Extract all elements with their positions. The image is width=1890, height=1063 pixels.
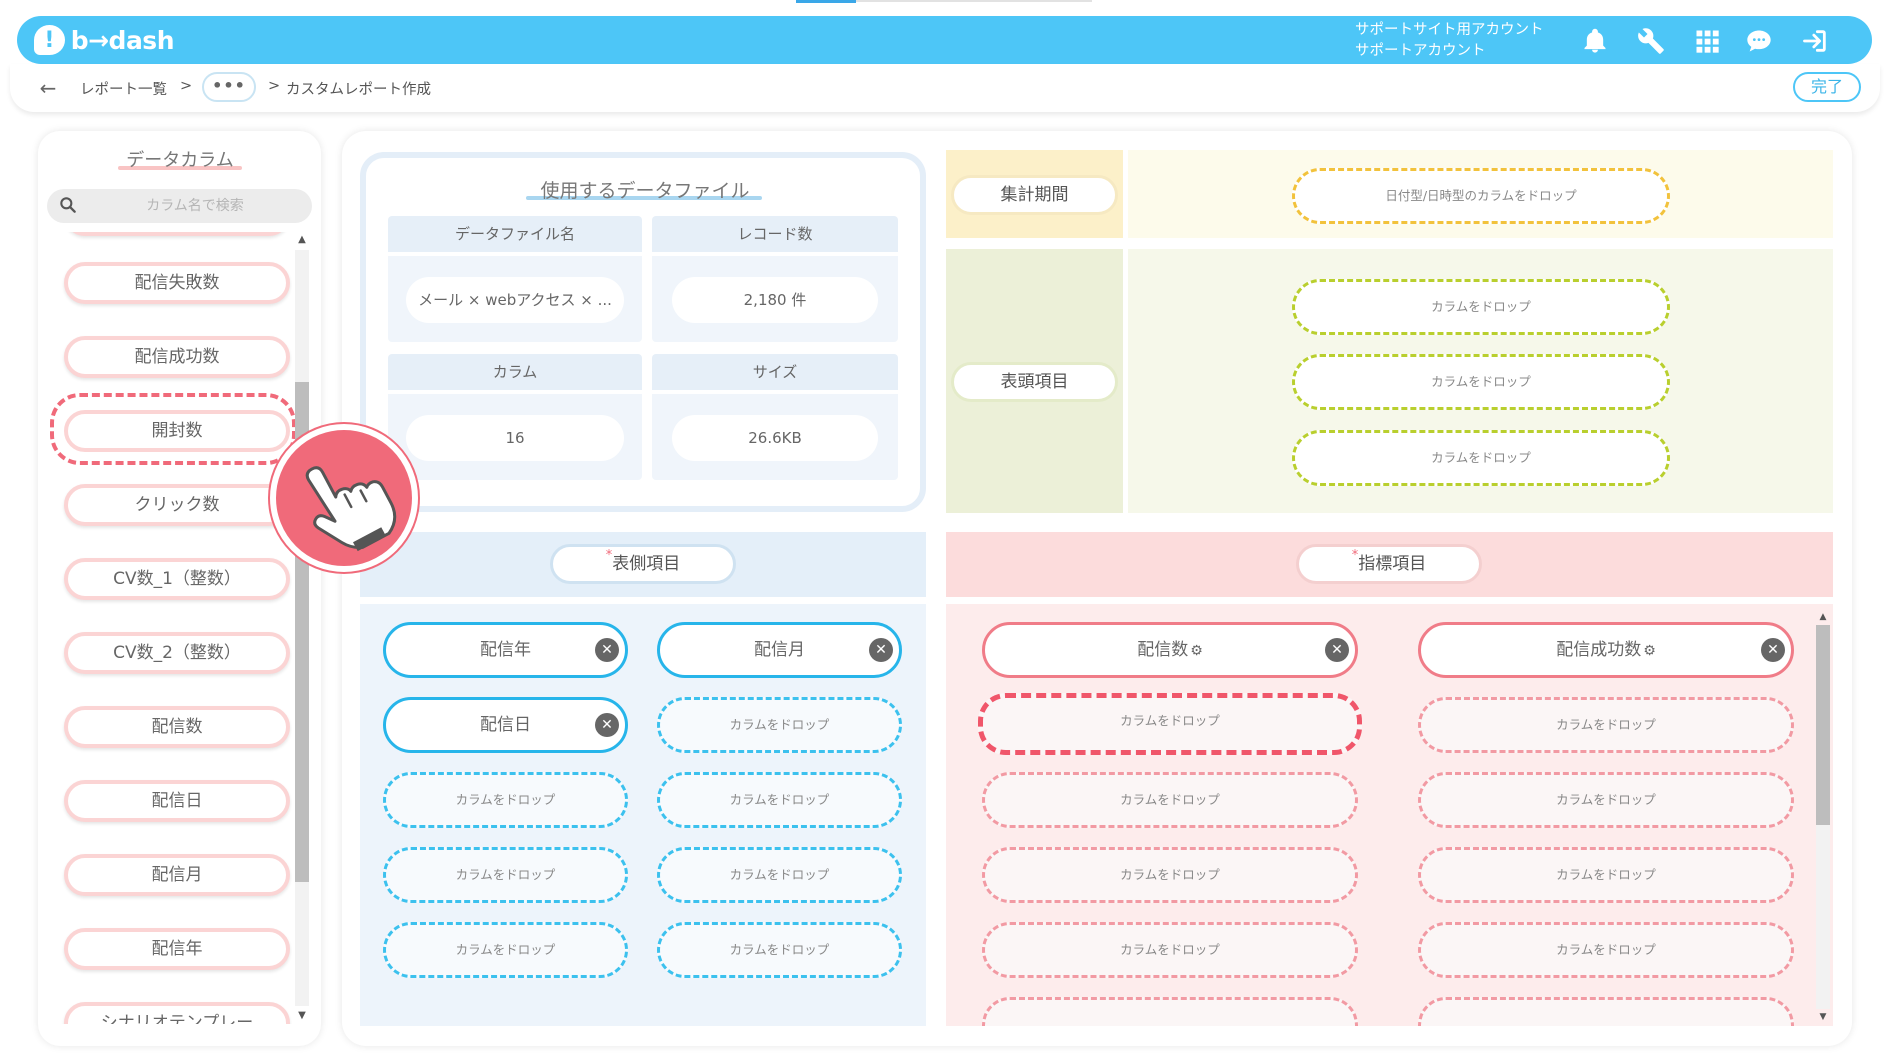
logo-text: b→dash [70,25,175,55]
column-item[interactable]: 配信成功数 [64,336,290,378]
row-item-drop-zone[interactable]: カラムをドロップ [657,847,902,903]
account-line-1: サポートサイト用アカウント [1355,22,1544,38]
column-item[interactable]: クリック数 [64,484,290,526]
metric-scrollbar[interactable]: ▲ ▼ [1815,609,1831,1025]
required-mark: * [1351,548,1359,563]
column-search-input[interactable] [90,190,300,222]
app-logo[interactable]: ! b→dash [34,22,175,58]
metric-item-delivery-success[interactable]: 配信成功数⚙✕ [1418,622,1794,678]
header-item-drop-zone[interactable]: カラムをドロップ [1292,430,1670,486]
column-item[interactable]: 配信失敗数 [64,262,290,304]
title-underline [118,166,242,170]
record-count-value: 2,180 件 [672,277,878,323]
row-item-drop-zone[interactable]: カラムをドロップ [383,922,628,978]
metric-item-drop-zone[interactable]: カラムをドロップ [1418,697,1794,753]
row-item-drop-zone[interactable]: カラムをドロップ [657,922,902,978]
remove-close-icon[interactable]: ✕ [595,713,619,737]
column-count-value: 16 [406,415,624,461]
scroll-up-arrow-icon[interactable]: ▲ [1819,612,1827,622]
metric-item-drop-zone[interactable]: カラムをドロップ [1418,922,1794,978]
breadcrumb-more-button[interactable]: ••• [202,72,256,102]
breadcrumb-report-list[interactable]: レポート一覧 [80,82,167,98]
top-progress-strip [796,0,856,3]
period-drop-zone[interactable]: 日付型/日時型のカラムをドロップ [1292,168,1670,224]
metric-item-drop-zone-active[interactable]: カラムをドロップ [978,693,1362,755]
metric-item-drop-zone[interactable]: カラムをドロップ [1418,772,1794,828]
breadcrumb-bar [10,64,1880,112]
drag-highlight-outline [50,393,296,465]
logout-icon[interactable] [1800,26,1830,56]
row-item-drop-zone[interactable]: カラムをドロップ [657,697,902,753]
data-file-title: 使用するデータファイル [540,180,750,202]
row-item-month[interactable]: 配信月✕ [657,622,902,678]
header-item-drop-zone[interactable]: カラムをドロップ [1292,279,1670,335]
metric-items-label: *指標項目 [1296,544,1482,584]
row-items-label: *表側項目 [550,544,736,584]
row-item-drop-zone[interactable]: カラムをドロップ [657,772,902,828]
search-icon [58,195,78,215]
scroll-down-arrow-icon[interactable]: ▼ [298,1010,306,1021]
scroll-thumb[interactable] [1816,625,1830,825]
app-header [17,16,1872,64]
metric-item-drop-zone[interactable]: カラムをドロップ [982,772,1358,828]
scroll-up-arrow-icon[interactable]: ▲ [298,234,306,245]
required-mark: * [605,548,613,563]
breadcrumb-separator: > [268,78,281,94]
account-line-2: サポートアカウント [1355,43,1486,59]
account-info[interactable]: サポートサイト用アカウント サポートアカウント [1355,20,1575,62]
row-item-year[interactable]: 配信年✕ [383,622,628,678]
back-arrow-icon[interactable]: ← [39,76,57,100]
column-item[interactable]: 配信数 [64,706,290,748]
record-count-header: レコード数 [652,216,898,252]
breadcrumb-current: カスタムレポート作成 [286,82,431,98]
column-list[interactable]: 配信失敗数 配信成功数 開封数 クリック数 CV数_1（整数） CV数_2（整数… [52,232,292,1024]
row-item-drop-zone[interactable]: カラムをドロップ [383,847,628,903]
header-item-drop-zone[interactable]: カラムをドロップ [1292,354,1670,410]
metric-item-delivery-count[interactable]: 配信数⚙✕ [982,622,1358,678]
metric-item-drop-zone[interactable]: カラムをドロップ [1418,847,1794,903]
breadcrumb-separator: > [180,78,193,94]
column-count-header: カラム [388,354,642,390]
remove-close-icon[interactable]: ✕ [595,638,619,662]
top-progress-track [856,0,1092,2]
metric-item-drop-zone[interactable]: カラムをドロップ [982,922,1358,978]
file-size-header: サイズ [652,354,898,390]
grid-icon[interactable] [1692,26,1722,56]
title-underline [526,196,762,200]
row-item-day[interactable]: 配信日✕ [383,697,628,753]
column-item[interactable]: 配信年 [64,928,290,970]
file-size-value: 26.6KB [672,415,878,461]
file-name-header: データファイル名 [388,216,642,252]
column-item[interactable]: 配信月 [64,854,290,896]
remove-close-icon[interactable]: ✕ [869,638,893,662]
logo-bubble-icon: ! [34,25,65,55]
metric-item-drop-zone-partial[interactable] [1418,997,1794,1026]
column-item[interactable]: シナリオテンプレー [64,1002,290,1024]
metric-item-drop-zone[interactable]: カラムをドロップ [982,847,1358,903]
column-item[interactable]: 配信日 [64,780,290,822]
column-item-partial[interactable] [64,232,290,236]
metric-item-drop-zone-partial[interactable] [982,997,1358,1026]
chat-icon[interactable] [1744,26,1774,56]
hand-pointer-icon [270,424,418,572]
file-name-value: メール × webアクセス × ... [406,277,624,323]
gear-icon[interactable]: ⚙ [1643,643,1656,659]
remove-close-icon[interactable]: ✕ [1761,638,1785,662]
remove-close-icon[interactable]: ✕ [1325,638,1349,662]
header-items-label: 表頭項目 [951,362,1118,402]
column-list-scrollbar[interactable]: ▲ ▼ [293,232,311,1024]
bell-icon[interactable] [1580,26,1610,56]
scroll-down-arrow-icon[interactable]: ▼ [1819,1012,1827,1022]
data-column-title: データカラム [126,150,234,171]
row-item-drop-zone[interactable]: カラムをドロップ [383,772,628,828]
period-label: 集計期間 [951,175,1118,215]
gear-icon[interactable]: ⚙ [1190,643,1203,659]
column-item[interactable]: CV数_2（整数） [64,632,290,674]
column-item-dragging[interactable]: 開封数 [64,410,290,452]
done-button[interactable]: 完了 [1793,72,1861,102]
metric-items-drop-area: 配信数⚙✕ 配信成功数⚙✕ カラムをドロップ カラムをドロップ カラムをドロップ… [946,604,1833,1026]
wrench-icon[interactable] [1636,26,1666,56]
column-item[interactable]: CV数_1（整数） [64,558,290,600]
